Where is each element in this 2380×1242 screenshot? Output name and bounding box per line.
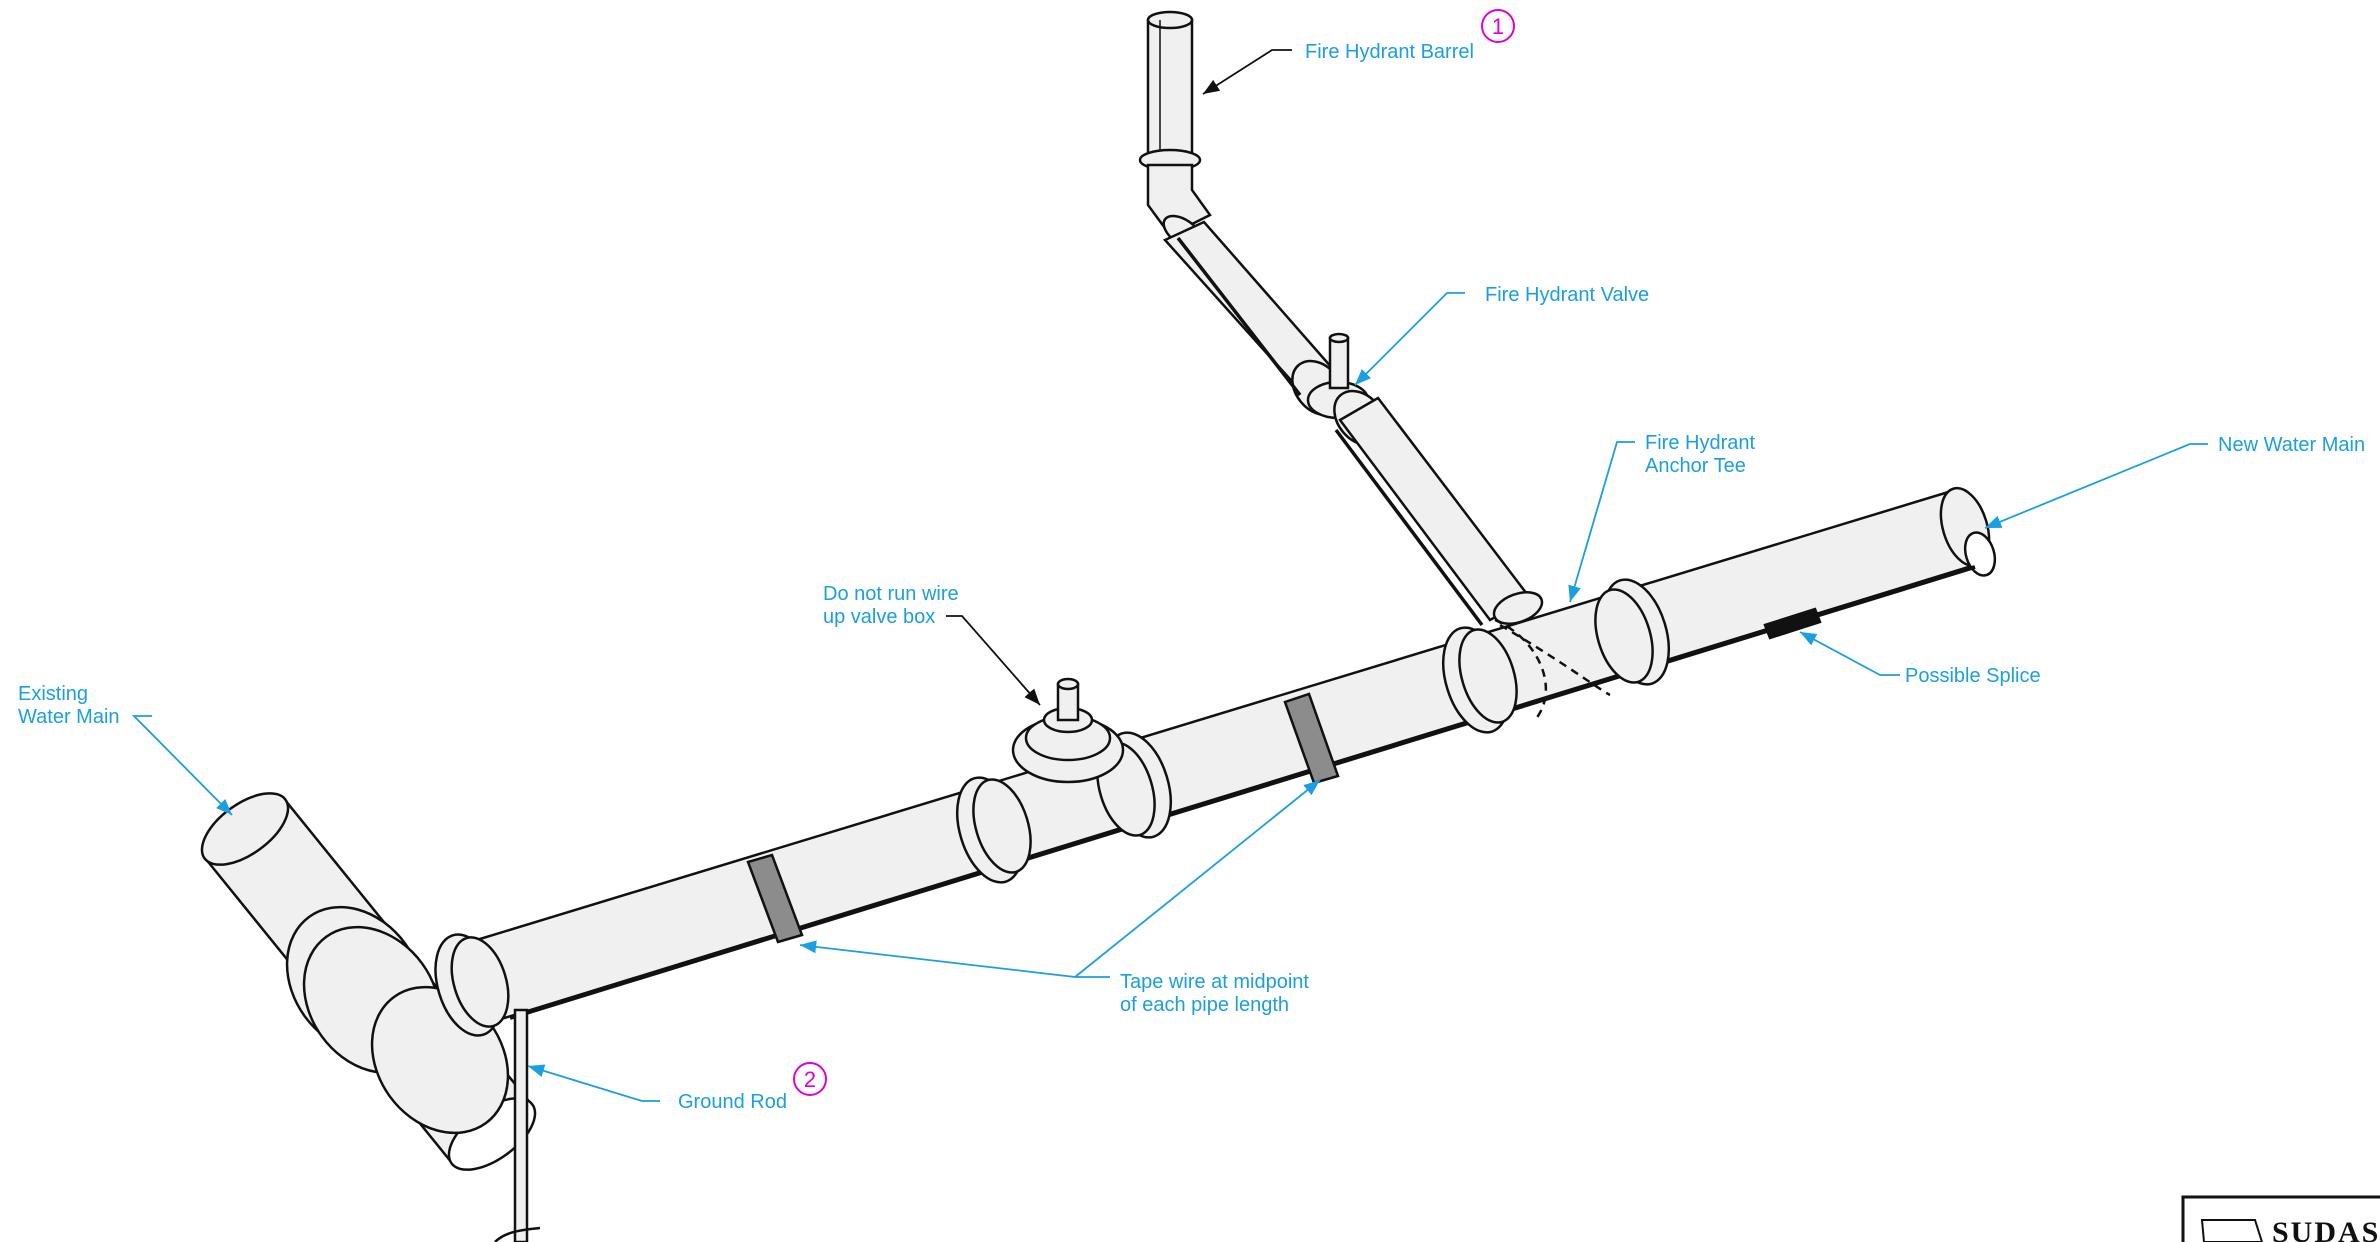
- note-marker-1: 1: [1481, 9, 1515, 43]
- label-fire-hydrant-valve: Fire Hydrant Valve: [1485, 284, 1649, 306]
- logo-text: SUDAS: [2272, 1216, 2380, 1242]
- callout-leaders: [131, 49, 2208, 1102]
- sudas-logo: SUDAS: [2181, 1195, 2380, 1242]
- leader-tape-1: [799, 940, 1110, 978]
- note-marker-2: 2: [793, 1062, 827, 1096]
- label-ground-rod: Ground Rod: [678, 1091, 787, 1113]
- ground-rod: [494, 1008, 541, 1242]
- note-number-2: 2: [804, 1067, 816, 1092]
- gate-valve: [1011, 677, 1125, 784]
- label-new-water-main: New Water Main: [2218, 434, 2365, 456]
- leader-anchor-tee: [1568, 441, 1635, 603]
- label-valve-box-line1: Do not run wire: [823, 583, 959, 605]
- leader-splice: [1799, 631, 1900, 676]
- leader-ground-rod: [527, 1064, 660, 1102]
- anchor-tee-hidden-line: [1494, 618, 1611, 721]
- label-anchor-tee-line1: Fire Hydrant: [1645, 432, 1755, 454]
- label-existing-main-line1: Existing: [18, 683, 88, 705]
- label-tape-wire-line1: Tape wire at midpoint: [1120, 971, 1309, 993]
- leader-valve-box: [946, 615, 1041, 706]
- note-number-1: 1: [1492, 14, 1504, 39]
- leader-existing-main: [131, 715, 233, 816]
- iowa-state-icon: [2200, 1219, 2264, 1242]
- label-existing-main-line2: Water Main: [18, 706, 120, 728]
- leader-valve: [1354, 292, 1465, 386]
- label-tape-wire-line2: of each pipe length: [1120, 994, 1289, 1016]
- leader-tape-2: [1074, 779, 1321, 978]
- label-possible-splice: Possible Splice: [1905, 665, 2041, 687]
- main-pipe: [434, 486, 1997, 1037]
- label-fire-hydrant-barrel: Fire Hydrant Barrel: [1305, 41, 1474, 63]
- leader-barrel: [1202, 49, 1292, 95]
- label-valve-box-line2: up valve box: [823, 606, 935, 628]
- label-anchor-tee-line2: Anchor Tee: [1645, 455, 1746, 477]
- hydrant-lead: [1138, 10, 1544, 627]
- leader-new-main: [1984, 443, 2208, 529]
